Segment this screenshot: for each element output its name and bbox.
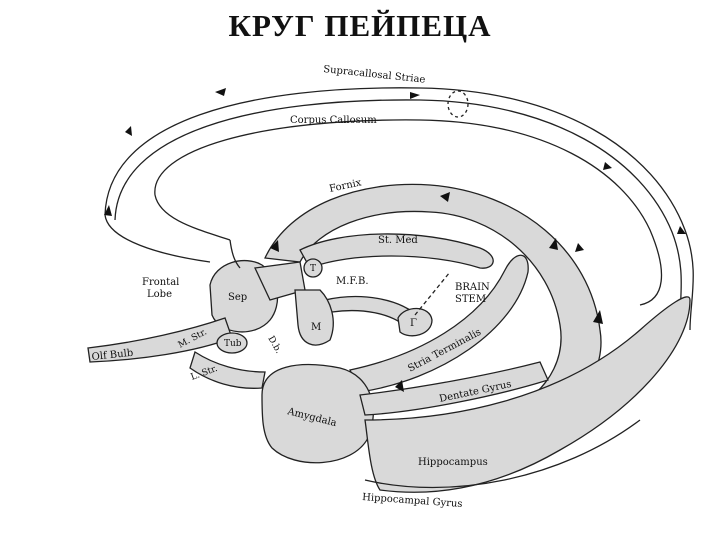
hippocampus-label: Hippocampus	[418, 457, 488, 468]
supracallosal-striae-label: Supracallosal Striae	[323, 64, 426, 86]
db-label: D.b.	[265, 335, 283, 356]
gamma-label: Γ	[410, 318, 417, 329]
hippocampal-gyrus-label: Hippocampal Gyrus	[362, 492, 463, 510]
stria-medullaris-tract	[299, 233, 494, 269]
m-label: M	[311, 322, 321, 333]
corpus-callosum-label: Corpus Callosum	[290, 115, 377, 126]
brain-stem-label-line-2: STEM	[455, 294, 486, 305]
t-nucleus	[303, 258, 323, 278]
hippocampus-region	[364, 296, 691, 493]
dentate-gyrus-band	[359, 361, 549, 416]
frontal-lobe-label-line-2: Lobe	[147, 289, 172, 300]
arrow-markers	[104, 88, 686, 392]
frontal-connectors	[104, 214, 241, 269]
septum-region	[209, 259, 306, 333]
corpus-callosum-outline	[154, 119, 663, 306]
t-label: T	[310, 264, 316, 274]
tub-label: Tub	[224, 339, 242, 349]
supracallosal-striae-tract	[104, 87, 694, 331]
mammillary-body	[294, 289, 334, 346]
mfb-label: M.F.B.	[336, 276, 369, 287]
olfactory-bulb-tract	[87, 317, 266, 389]
sep-label: Sep	[228, 292, 247, 303]
brain-stem-label-line-1: BRAIN	[455, 282, 490, 293]
page-title: КРУГ ПЕЙПЕЦА	[228, 8, 492, 43]
frontal-lobe-label-line-1: Frontal	[142, 277, 179, 288]
olf-bulb-label: Olf Bulb	[91, 348, 134, 363]
st-med-label: St. Med	[378, 235, 418, 246]
stria-terminalis-tract	[349, 254, 529, 393]
brain-stem-node	[397, 271, 451, 337]
